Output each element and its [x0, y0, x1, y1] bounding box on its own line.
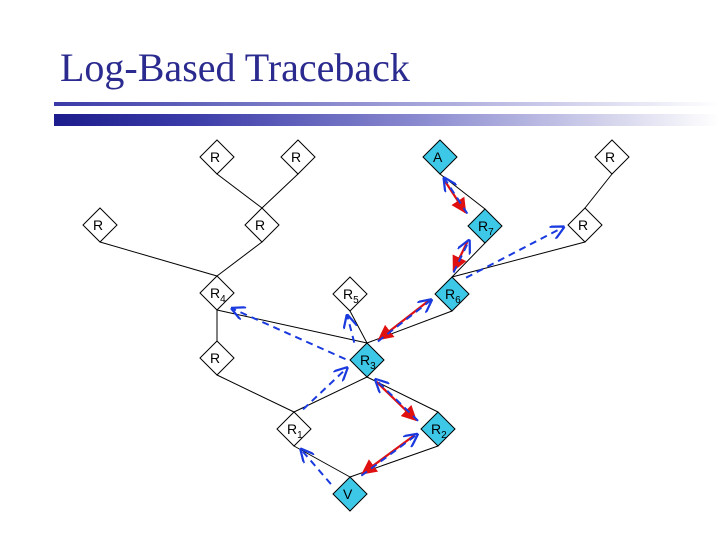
node-label: R [578, 217, 588, 233]
node-r1: R1 [276, 411, 312, 447]
node-label: R [291, 149, 301, 165]
node-r_low: R [199, 340, 235, 376]
node-diamond [420, 411, 456, 447]
edge-r_left-r4 [99, 241, 218, 277]
node-diamond [467, 208, 503, 244]
node-r_right: R [567, 207, 603, 243]
edge-r_top2-r_mid [261, 173, 299, 209]
node-diamond [199, 275, 235, 311]
edges-layer [99, 173, 613, 478]
attack-arrow-r3-r2 [375, 380, 418, 422]
node-diamond [199, 340, 235, 376]
node-r_left: R [82, 207, 118, 243]
node-label: R [605, 149, 615, 165]
arrows-layer [232, 178, 564, 485]
edge-a-r7 [439, 173, 486, 210]
query-arrow-r3-r5 [347, 315, 354, 343]
node-r_mid: R [244, 207, 280, 243]
node-r6: R6 [434, 276, 470, 312]
node-label: R [210, 350, 220, 366]
attack-arrow-r6-r3 [377, 299, 430, 341]
node-a: A [422, 139, 458, 175]
node-diamond [276, 411, 312, 447]
query-arrow-r6-r7 [452, 241, 470, 273]
node-diamond [567, 207, 603, 243]
node-label: R2 [431, 421, 447, 441]
edge-r4-r3 [216, 309, 368, 344]
node-r4: R4 [199, 275, 235, 311]
node-diamond [332, 276, 368, 312]
node-label: R [210, 149, 220, 165]
node-r2: R2 [420, 411, 456, 447]
edge-r_right-r6 [451, 241, 586, 278]
node-r_top4: R [594, 139, 630, 175]
node-v: V [332, 476, 368, 512]
query-arrow-r3-r4 [232, 308, 346, 361]
edge-r_low-r1 [216, 374, 295, 413]
node-label: R7 [478, 218, 494, 238]
attack-arrow-r2-v [361, 433, 416, 475]
query-arrow-r1-r3 [302, 368, 347, 411]
node-r7: R7 [467, 208, 503, 244]
edge-r_top4-r_right [584, 173, 613, 209]
query-arrow-r6-r_right [465, 227, 563, 279]
query-arrow-r2-r3 [376, 380, 419, 422]
edge-r7-r6 [451, 242, 486, 278]
node-label: R3 [360, 352, 376, 372]
node-diamond [349, 342, 385, 378]
node-diamond [422, 139, 458, 175]
node-r_top1: R [199, 139, 235, 175]
node-r5: R5 [332, 276, 368, 312]
node-diamond [434, 276, 470, 312]
edge-r_mid-r4 [216, 241, 263, 277]
node-diamond [332, 476, 368, 512]
node-diamond [244, 207, 280, 243]
node-diamond [280, 139, 316, 175]
node-diamond [594, 139, 630, 175]
node-label: R1 [287, 421, 303, 441]
node-label: R6 [445, 286, 461, 306]
node-diamond [199, 139, 235, 175]
node-label: V [343, 486, 353, 502]
node-diamond [82, 207, 118, 243]
title-divider-thin [54, 102, 719, 106]
node-label: R [255, 217, 265, 233]
node-label: A [433, 149, 443, 165]
node-r_top2: R [280, 139, 316, 175]
node-r3: R3 [349, 342, 385, 378]
query-arrow-v-r1 [301, 449, 332, 485]
node-label: R5 [343, 286, 359, 306]
edge-r_top1-r_mid [216, 173, 263, 209]
slide-title: Log-Based Traceback [60, 45, 410, 90]
node-label: R [93, 217, 103, 233]
node-label: R4 [210, 285, 226, 305]
title-divider-gradient [54, 114, 719, 126]
